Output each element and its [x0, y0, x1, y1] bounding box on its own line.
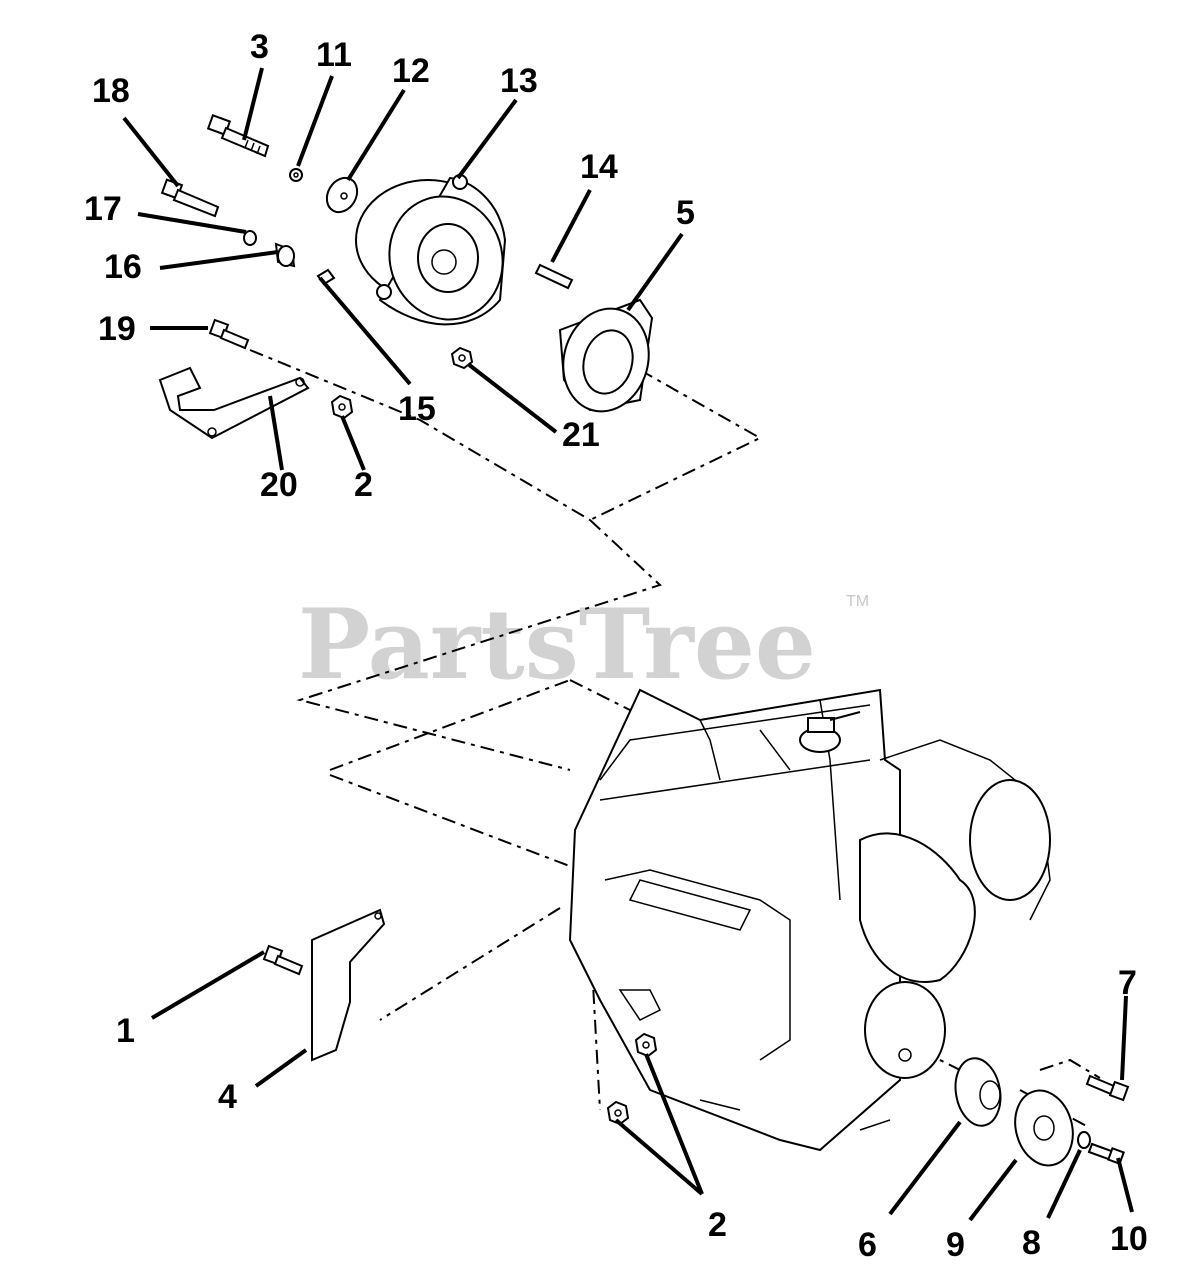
- nut-11: [289, 168, 303, 182]
- watermark-tm: TM: [846, 593, 869, 610]
- callout-2-upper: 2: [354, 466, 373, 504]
- callout-2-lower: 2: [708, 1206, 727, 1244]
- stud-15: [316, 268, 336, 286]
- hub-6: [954, 1057, 1002, 1127]
- callout-16: 16: [104, 248, 142, 286]
- bolt-3: [206, 114, 270, 158]
- callout-6: 6: [858, 1226, 877, 1264]
- callout-19: 19: [98, 310, 136, 348]
- nut-21: [450, 346, 474, 370]
- callout-20: 20: [260, 466, 298, 504]
- callout-15: 15: [398, 390, 436, 428]
- callout-10: 10: [1110, 1220, 1148, 1258]
- callout-12: 12: [392, 52, 430, 90]
- pulley-9: [1014, 1089, 1074, 1167]
- clutch-13: [355, 174, 507, 326]
- leader-lines: [122, 67, 1134, 1222]
- bolt-1: [262, 944, 304, 976]
- plate-4: [311, 908, 386, 1062]
- spacer-16: [274, 242, 296, 268]
- callout-18: 18: [92, 72, 130, 110]
- callout-3: 3: [250, 28, 269, 66]
- bracket-20: [158, 366, 310, 440]
- washer-8: [1077, 1131, 1091, 1149]
- callout-14: 14: [580, 148, 618, 186]
- callout-11: 11: [316, 36, 352, 74]
- flange-5: [558, 298, 654, 413]
- callout-labels: 3 11 12 13 18 17 16 14 5 19 15 21 20 2 1…: [84, 28, 1148, 1264]
- callout-5: 5: [676, 194, 695, 232]
- bolt-19: [208, 318, 250, 350]
- callout-13: 13: [500, 62, 538, 100]
- callout-7: 7: [1118, 964, 1137, 1002]
- callout-8: 8: [1022, 1224, 1041, 1262]
- watermark: PartsTree: [298, 588, 816, 701]
- bolt-7: [1085, 1074, 1130, 1102]
- callout-21: 21: [562, 416, 600, 454]
- callout-9: 9: [946, 1226, 965, 1264]
- nut-2-lower-a: [634, 1032, 658, 1058]
- washer-17: [243, 230, 257, 246]
- callout-1: 1: [116, 1012, 135, 1050]
- washer-12: [325, 176, 359, 214]
- engine-block: [568, 688, 1051, 1152]
- nut-2-lower-b: [606, 1100, 630, 1126]
- callout-17: 17: [84, 190, 122, 228]
- nut-2-upper: [330, 394, 354, 420]
- callout-4: 4: [218, 1078, 237, 1116]
- bolt-18: [160, 178, 220, 218]
- key-14: [534, 263, 574, 290]
